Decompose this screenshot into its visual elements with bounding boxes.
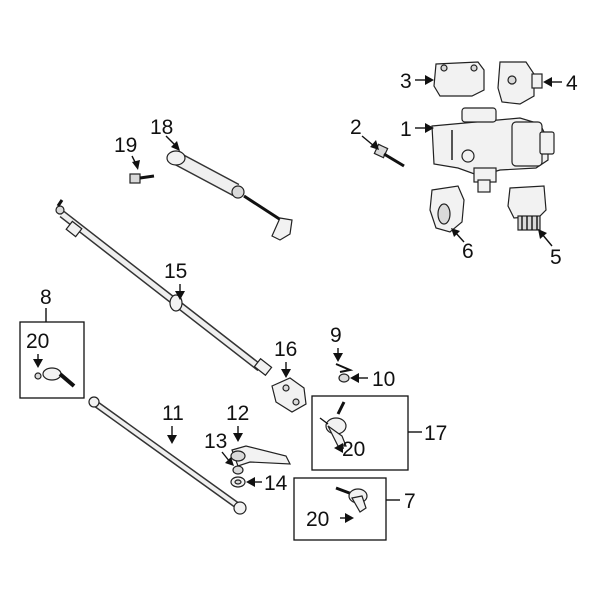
svg-text:18: 18 bbox=[150, 116, 173, 139]
part-3-cover-plate bbox=[433, 61, 485, 97]
callout-2: 2 bbox=[350, 116, 379, 150]
svg-text:3: 3 bbox=[400, 70, 412, 93]
svg-text:20: 20 bbox=[342, 438, 365, 461]
part-11-tie-rod bbox=[88, 396, 247, 515]
callout-1: 1 bbox=[400, 118, 434, 141]
svg-text:13: 13 bbox=[204, 430, 227, 453]
svg-text:20: 20 bbox=[26, 330, 49, 353]
box-7-tie-rod-end: 7 20 bbox=[293, 477, 416, 541]
svg-text:10: 10 bbox=[372, 368, 395, 391]
svg-text:12: 12 bbox=[226, 402, 249, 425]
svg-text:5: 5 bbox=[550, 246, 562, 269]
part-14-washer bbox=[230, 476, 246, 488]
svg-text:6: 6 bbox=[462, 240, 474, 263]
box-17-tie-rod-end: 17 20 bbox=[311, 395, 447, 471]
part-1-steering-gear bbox=[431, 107, 555, 193]
svg-text:17: 17 bbox=[424, 422, 447, 445]
callout-19: 19 bbox=[114, 134, 140, 170]
svg-text:20: 20 bbox=[306, 508, 329, 531]
svg-text:9: 9 bbox=[330, 324, 342, 347]
part-10-castle-nut bbox=[338, 373, 350, 383]
part-16-adjuster-sleeve bbox=[271, 377, 307, 413]
svg-text:11: 11 bbox=[162, 402, 184, 425]
part-9-cotter-pin bbox=[335, 363, 354, 373]
part-6-end-cover bbox=[429, 185, 465, 233]
part-13-nut bbox=[232, 465, 244, 475]
svg-text:14: 14 bbox=[264, 472, 288, 495]
callout-4: 4 bbox=[543, 72, 578, 95]
callout-6: 6 bbox=[451, 228, 474, 263]
svg-text:15: 15 bbox=[164, 260, 187, 283]
callout-18: 18 bbox=[150, 116, 180, 151]
svg-text:7: 7 bbox=[404, 490, 416, 513]
part-19-bolt bbox=[129, 173, 155, 184]
svg-text:1: 1 bbox=[400, 118, 412, 141]
callout-3: 3 bbox=[400, 70, 434, 93]
svg-text:16: 16 bbox=[274, 338, 297, 361]
callout-14: 14 bbox=[246, 472, 288, 495]
part-18-steering-damper bbox=[166, 150, 293, 241]
callout-12: 12 bbox=[226, 402, 249, 442]
callout-16: 16 bbox=[274, 338, 297, 378]
svg-text:8: 8 bbox=[40, 286, 52, 309]
callout-15: 15 bbox=[164, 260, 187, 300]
part-5-sector-shaft bbox=[507, 185, 547, 231]
part-15-drag-link bbox=[55, 199, 273, 377]
callout-11: 11 bbox=[162, 402, 184, 444]
svg-text:2: 2 bbox=[350, 116, 362, 139]
callout-5: 5 bbox=[538, 229, 562, 269]
callout-13: 13 bbox=[204, 430, 234, 466]
callout-10: 10 bbox=[350, 368, 395, 391]
svg-text:19: 19 bbox=[114, 134, 137, 157]
part-2-bolt bbox=[373, 143, 405, 168]
callout-9: 9 bbox=[330, 324, 343, 362]
box-8-tie-rod-end: 8 20 bbox=[19, 286, 85, 399]
part-12-pitman-arm bbox=[230, 445, 291, 467]
svg-text:4: 4 bbox=[566, 72, 578, 95]
part-4-valve-housing bbox=[497, 61, 543, 105]
